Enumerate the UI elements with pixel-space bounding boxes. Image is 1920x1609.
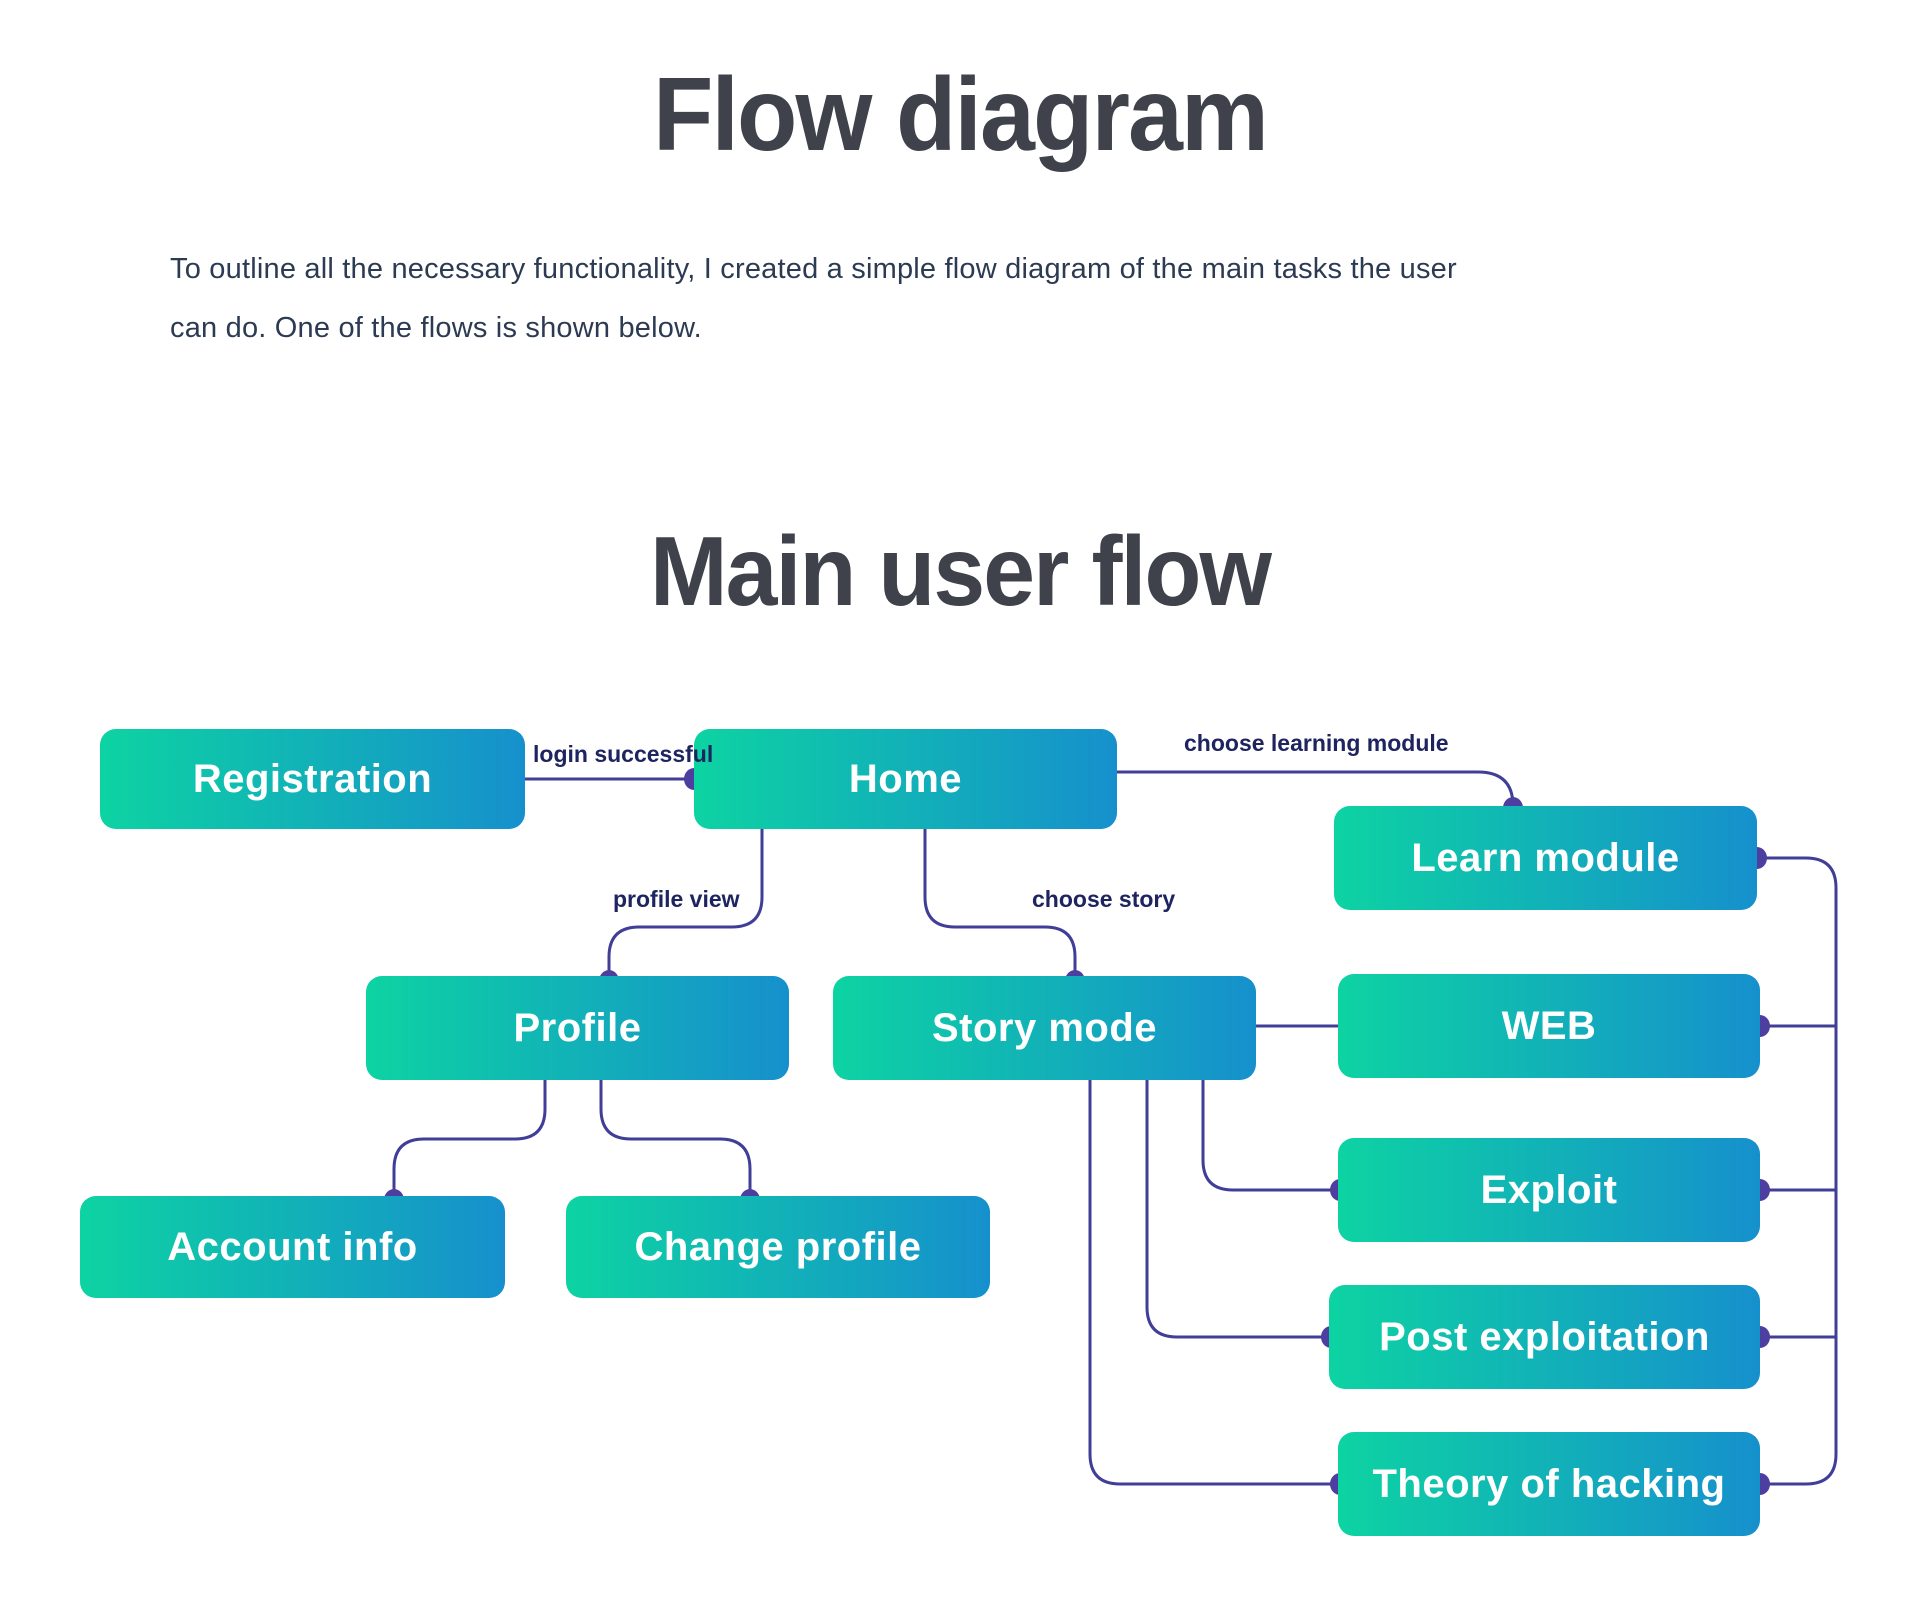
intro-line-2: can do. One of the flows is shown below. xyxy=(170,312,702,344)
edge-label-login-successful: login successful xyxy=(533,741,714,767)
edge-profile-account-info xyxy=(392,1080,547,1199)
node-exploit: Exploit xyxy=(1338,1138,1760,1242)
edge-profile-change-profile xyxy=(599,1080,752,1199)
edge-home-profile xyxy=(607,829,764,979)
edge-story-mode-theory-of-hacking xyxy=(1088,1080,1340,1486)
edge-story-mode-post-exploitation xyxy=(1145,1080,1331,1339)
edge-home-learn-module xyxy=(1117,770,1515,807)
node-change-profile: Change profile xyxy=(566,1196,990,1298)
edge-label-choose-learning-module: choose learning module xyxy=(1184,730,1449,756)
intro-paragraph: To outline all the necessary functionali… xyxy=(170,240,1770,358)
node-web-label: WEB xyxy=(1501,1003,1597,1048)
node-exploit-label: Exploit xyxy=(1480,1167,1618,1212)
edge-story-mode-exploit xyxy=(1201,1080,1340,1192)
node-learn-module-label: Learn module xyxy=(1411,835,1680,880)
page-title: Flow diagram xyxy=(653,57,1269,173)
node-theory-of-hacking-label: Theory of hacking xyxy=(1372,1461,1726,1506)
node-story-mode: Story mode xyxy=(833,976,1256,1080)
node-registration-label: Registration xyxy=(192,756,433,801)
node-account-info: Account info xyxy=(80,1196,505,1298)
section-title: Main user flow xyxy=(649,516,1272,626)
node-learn-module: Learn module xyxy=(1334,806,1757,910)
node-web: WEB xyxy=(1338,974,1760,1078)
node-theory-of-hacking: Theory of hacking xyxy=(1338,1432,1760,1536)
node-change-profile-label: Change profile xyxy=(634,1224,922,1269)
node-profile: Profile xyxy=(366,976,789,1080)
node-post-exploitation: Post exploitation xyxy=(1329,1285,1760,1389)
edge-label-choose-story: choose story xyxy=(1032,886,1176,912)
node-post-exploitation-label: Post exploitation xyxy=(1379,1314,1710,1359)
node-registration: Registration xyxy=(100,729,525,829)
intro-line-1: To outline all the necessary functionali… xyxy=(170,253,1457,285)
node-account-info-label: Account info xyxy=(167,1224,418,1269)
node-profile-label: Profile xyxy=(513,1005,642,1050)
node-home-label: Home xyxy=(848,756,963,801)
edge-home-story-mode xyxy=(923,829,1077,979)
node-home: Home xyxy=(694,729,1117,829)
edge-label-profile-view: profile view xyxy=(613,886,740,912)
edge-right-rail xyxy=(1757,856,1838,1486)
node-story-mode-label: Story mode xyxy=(931,1005,1158,1050)
